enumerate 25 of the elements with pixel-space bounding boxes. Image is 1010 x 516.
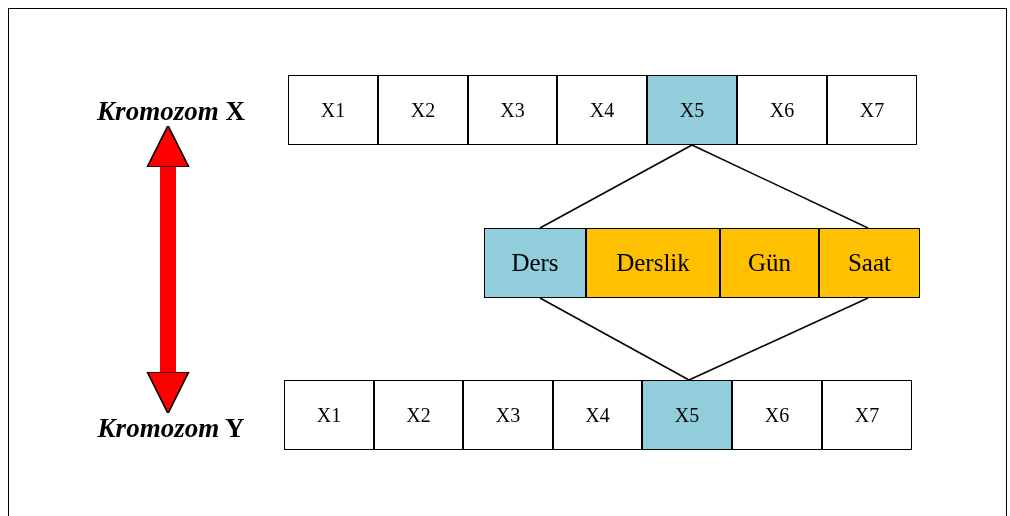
double-arrow (146, 124, 190, 415)
gene-cell: X6 (732, 380, 822, 450)
gene-cell: X3 (468, 75, 557, 145)
gene-cell: X4 (557, 75, 647, 145)
gene-segment: Saat (819, 228, 920, 298)
gene-cell: X1 (284, 380, 374, 450)
chromosome-label: Kromozom Y (97, 412, 245, 444)
gene-cell: X6 (737, 75, 827, 145)
gene-segment: Gün (720, 228, 819, 298)
gene-cell: X7 (827, 75, 917, 145)
gene-cell: X5 (647, 75, 737, 145)
gene-cell: X2 (378, 75, 468, 145)
gene-segment: Ders (484, 228, 586, 298)
gene-cell: X3 (463, 380, 553, 450)
gene-cell: X2 (374, 380, 463, 450)
gene-segment: Derslik (586, 228, 720, 298)
gene-cell: X5 (642, 380, 732, 450)
connector-line (691, 144, 869, 229)
connector-line (539, 144, 693, 229)
gene-cell: X1 (288, 75, 378, 145)
connector-line (539, 297, 690, 381)
chromosome-label: Kromozom X (97, 95, 245, 127)
connector-line (688, 297, 869, 381)
gene-cell: X7 (822, 380, 912, 450)
gene-cell: X4 (553, 380, 642, 450)
